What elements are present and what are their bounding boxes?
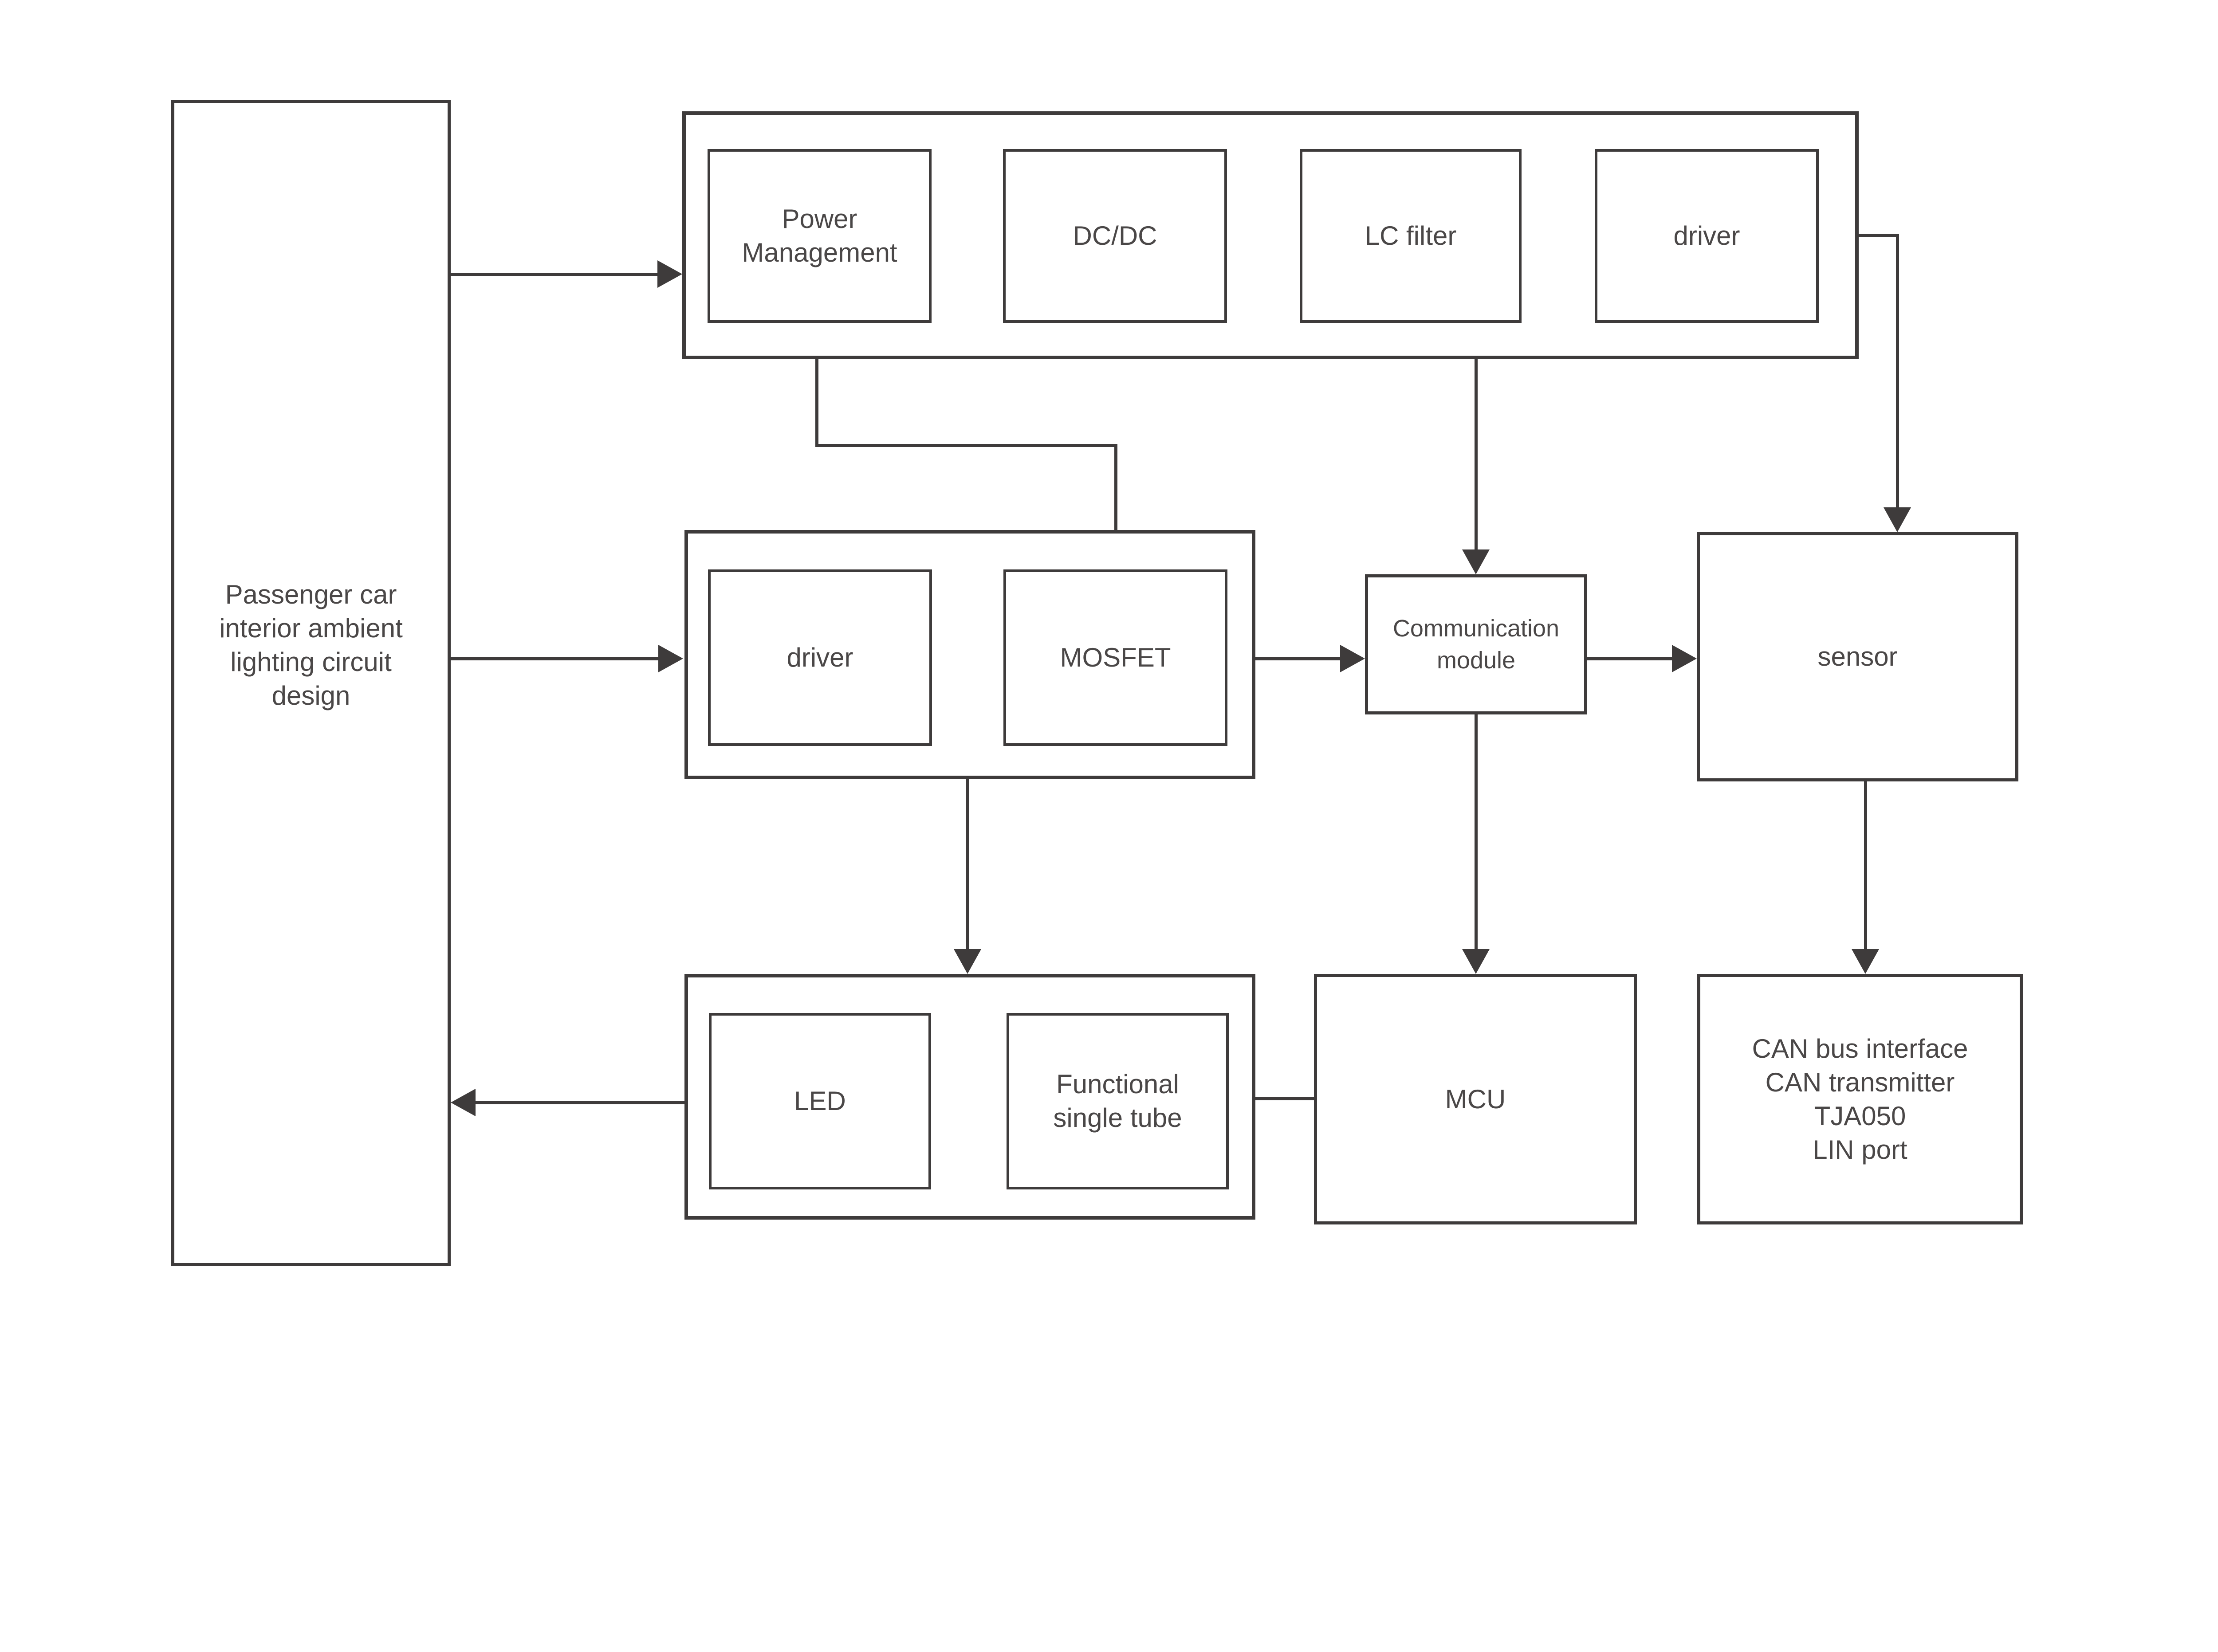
connector-power-to-sensor-seg1 [1859,234,1899,237]
led-box: LED [709,1013,931,1189]
arrowhead-sensor-to-can [1852,949,1879,974]
lc-filter-box: LC filter [1300,149,1522,323]
lc-filter-label: LC filter [1365,221,1457,251]
functional-single-tube-label: Functional single tube [1053,1069,1182,1133]
mcu-box: MCU [1314,974,1637,1224]
arrowhead-power-to-sensor [1884,507,1911,532]
arrowhead-power-to-communication [1462,549,1490,574]
connector-power-to-drive-seg2 [815,444,1117,447]
arrowhead-drive-to-output [954,949,981,974]
communication-module-label: Communication module [1392,615,1560,674]
connector-root-to-power-group [451,273,658,276]
led-label: LED [794,1086,846,1116]
arrowhead-communication-to-mcu [1462,949,1490,974]
driver-mid-box: driver [708,569,932,746]
power-management-label: Power Management [742,204,897,267]
connector-output-to-mcu [1255,1097,1314,1100]
connector-drive-to-output [966,779,969,950]
connector-drive-to-communication [1255,657,1341,660]
dcdc-label: DC/DC [1073,221,1157,251]
driver-top-box: driver [1595,149,1819,323]
connector-root-to-drive-group [451,657,659,660]
power-management-box: Power Management [708,149,932,323]
connector-power-to-sensor-seg2 [1896,234,1899,509]
arrowhead-root-to-power-group [657,260,682,288]
dcdc-box: DC/DC [1003,149,1227,323]
driver-mid-label: driver [787,643,853,672]
functional-single-tube-box: Functional single tube [1007,1013,1229,1189]
communication-module-box: Communication module [1365,574,1587,714]
mcu-label: MCU [1445,1084,1506,1114]
driver-top-label: driver [1673,221,1740,251]
sensor-label: sensor [1817,642,1898,671]
arrowhead-root-to-drive-group [658,645,683,672]
root-box-label: Passenger car interior ambient lighting … [219,580,403,710]
arrowhead-drive-to-communication [1340,645,1365,672]
root-box: Passenger car interior ambient lighting … [171,100,451,1266]
can-interface-box: CAN bus interface CAN transmitter TJA050… [1697,974,2023,1224]
connector-power-to-communication [1475,359,1478,551]
can-interface-label: CAN bus interface CAN transmitter TJA050… [1752,1033,1968,1165]
connector-sensor-to-can [1864,781,1867,950]
connector-communication-to-sensor [1587,657,1673,660]
connector-power-to-drive-seg1 [815,359,818,447]
connector-power-to-drive-seg3 [1114,444,1117,530]
mosfet-box: MOSFET [1003,569,1227,746]
arrowhead-communication-to-sensor [1672,645,1697,672]
sensor-box: sensor [1697,532,2018,781]
connector-communication-to-mcu [1475,714,1478,950]
connector-output-to-root [474,1101,684,1104]
arrowhead-output-to-root [451,1089,476,1116]
mosfet-label: MOSFET [1060,643,1171,672]
